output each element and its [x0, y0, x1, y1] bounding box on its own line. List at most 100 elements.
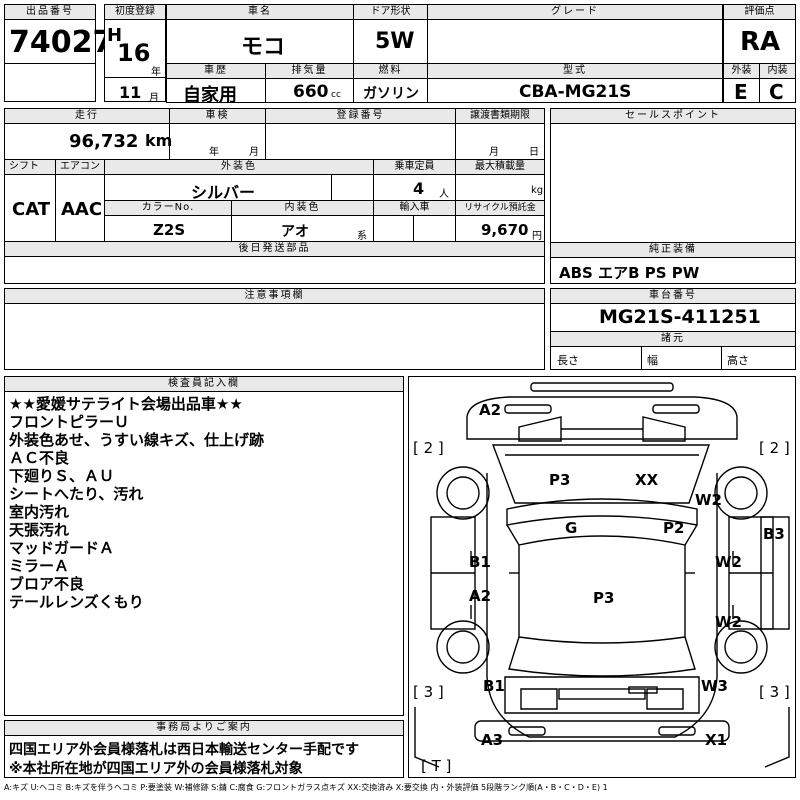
ext-color-label: 外装色	[105, 160, 373, 175]
note-line: ★★愛媛サテライト会場出品車★★	[9, 395, 243, 413]
car-name: モコ	[241, 35, 286, 60]
sales-points-box: セールスポイント 純正装備 ABS エアB PS PW	[550, 108, 796, 284]
transfer-month-unit: 月	[489, 147, 499, 158]
first-registration-box: 初度登録 H 16 年 11 月	[104, 4, 166, 104]
grade-label: グレード	[428, 5, 722, 20]
mark-x1: X1	[705, 731, 728, 749]
recycle-label: リサイクル預託金	[456, 201, 544, 216]
score: RA	[740, 27, 781, 57]
mark-w2-front: W2	[695, 491, 722, 509]
import-label: 輸入車	[374, 201, 455, 216]
lot-number: 74027	[9, 25, 114, 60]
note-line: フロントピラーＵ	[9, 413, 130, 431]
office-line-1: 四国エリア外会員様落札は西日本輸送センター手配です	[9, 742, 359, 758]
fuel-label: 燃料	[354, 64, 427, 79]
equipment: ABS エアB PS PW	[559, 264, 700, 282]
bracket-left-top: [ 2 ]	[413, 439, 444, 457]
spec-row: 車歴 自家用 排気量 660 cc 燃料 ガソリン 型式 CBA-MG21S	[166, 63, 723, 106]
month: 11	[119, 83, 142, 102]
details-box: 走行 車検 登録番号 譲渡書類期限 96,732 km 年 月 月 日 シフト …	[4, 108, 545, 284]
note-line: シートへたり、汚れ	[9, 485, 144, 503]
mark-b1-rear: B1	[483, 677, 505, 695]
note-line: 天張汚れ	[9, 521, 70, 539]
mark-p2: P2	[663, 519, 685, 537]
note-line: 室内汚れ	[9, 503, 70, 521]
mark-g: G	[565, 519, 578, 537]
capacity-unit: 人	[439, 189, 449, 200]
note-line: 下廻りＳ、ＡＵ	[9, 467, 115, 485]
mark-a2-side: A2	[469, 587, 492, 605]
dim-length-label: 長さ	[557, 354, 579, 367]
inspection-month-unit: 月	[249, 147, 259, 158]
recycle-unit: 円	[532, 231, 542, 242]
color-no: Z2S	[153, 221, 186, 239]
bracket-right-bottom: [ 3 ]	[759, 683, 790, 701]
inspector-notes: ★★愛媛サテライト会場出品車★★ フロントピラーＵ 外装色あせ、うすい線キズ、仕…	[9, 395, 264, 611]
displacement-unit: cc	[331, 90, 341, 100]
bracket-trunk: [ T ]	[421, 757, 452, 775]
legend: A:キズ U:ヘコミ B:キズを伴うヘコミ P:要塗装 W:補修跡 S:錆 C:…	[4, 783, 608, 792]
exterior-label: 外装	[724, 64, 759, 79]
history: 自家用	[183, 85, 237, 106]
note-line: ミラーＡ	[9, 557, 70, 575]
sales-points-label: セールスポイント	[551, 109, 795, 124]
ext-color: シルバー	[191, 183, 256, 202]
car-name-label: 車名	[167, 5, 353, 20]
ext-int-box: 外装 内装 E C	[723, 63, 796, 104]
car-outline-diagram	[414, 382, 790, 768]
caution-box: 注意事項欄	[4, 288, 545, 370]
inspector-label: 検査員記入欄	[5, 377, 403, 392]
mark-a3: A3	[481, 731, 504, 749]
int-color-unit: 系	[357, 231, 367, 242]
month-unit: 月	[149, 93, 159, 104]
model: CBA-MG21S	[519, 82, 632, 102]
bracket-right-top: [ 2 ]	[759, 439, 790, 457]
int-color-label: 内装色	[232, 201, 373, 216]
note-line: マッドガードＡ	[9, 539, 115, 557]
vehicle-diagram-box: A2 [ 2 ] [ 2 ] P3 XX W2 G P2 B3 B1 W2 A2…	[408, 376, 796, 778]
int-color: アオ	[281, 224, 309, 240]
dims-label: 諸元	[551, 332, 795, 347]
mark-xx: XX	[635, 471, 659, 489]
displacement: 660	[293, 82, 329, 102]
dim-height-label: 高さ	[727, 354, 749, 367]
mark-p3-front: P3	[549, 471, 571, 489]
note-line: 外装色あせ、うすい線キズ、仕上げ跡	[9, 431, 265, 449]
car-row: 車名 モコ ドア形状 5W グレード	[166, 4, 723, 64]
mark-b1-side: B1	[469, 553, 491, 571]
lot-number-label: 出品番号	[5, 5, 95, 20]
year-unit: 年	[151, 67, 161, 78]
ac: AAC	[61, 199, 103, 220]
recycle-fee: 9,670	[481, 221, 529, 239]
equipment-label: 純正装備	[551, 243, 795, 258]
ac-label: エアコン	[56, 160, 104, 175]
lot-number-box: 出品番号 74027	[4, 4, 113, 102]
note-line: テールレンズくもり	[9, 593, 144, 611]
shift: CAT	[12, 199, 51, 220]
exterior-score: E	[734, 80, 748, 104]
mileage-unit: km	[145, 131, 173, 150]
bracket-left-bottom: [ 3 ]	[413, 683, 444, 701]
mark-p3-roof: P3	[593, 589, 615, 607]
mark-w2-rear: W2	[715, 613, 742, 631]
door-label: ドア形状	[354, 5, 427, 20]
capacity: 4	[413, 179, 425, 198]
score-label: 評価点	[724, 5, 795, 20]
transfer-label: 譲渡書類期限	[456, 109, 544, 124]
chassis-number: MG21S-411251	[599, 306, 761, 328]
mileage-label: 走行	[5, 109, 169, 124]
caution-label: 注意事項欄	[5, 289, 544, 304]
max-load-label: 最大積載量	[456, 160, 544, 175]
history-label: 車歴	[167, 64, 265, 79]
interior-label: 内装	[760, 64, 795, 79]
note-line: ブロア不良	[9, 575, 85, 593]
fuel: ガソリン	[363, 86, 419, 102]
mark-w2-mid: W2	[715, 553, 742, 571]
office-line-2: ※本社所在地が四国エリア外の会員様落札対象	[9, 761, 303, 777]
chassis-label: 車台番号	[551, 289, 795, 304]
mark-a2-front: A2	[479, 401, 502, 419]
shift-label: シフト	[5, 160, 55, 175]
inspector-notes-box: 検査員記入欄 ★★愛媛サテライト会場出品車★★ フロントピラーＵ 外装色あせ、う…	[4, 376, 404, 716]
office-label: 事務局よりご案内	[5, 721, 403, 736]
year: 16	[117, 39, 151, 67]
